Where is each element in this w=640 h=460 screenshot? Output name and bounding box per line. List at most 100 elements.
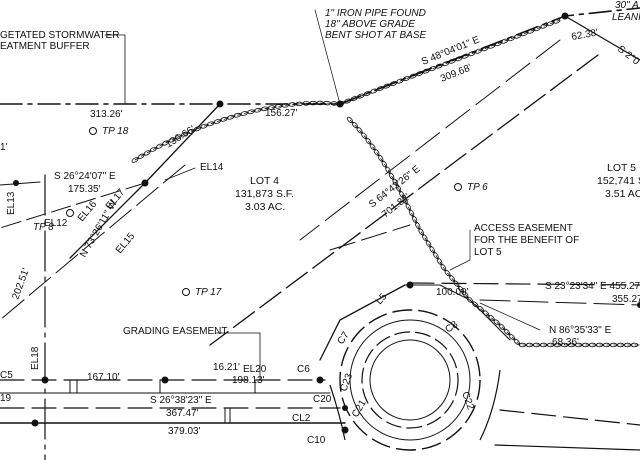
test-pit-6-label: TP 6 (467, 182, 488, 193)
note-access-3: LOT 5 (474, 247, 502, 258)
bearing-leader (479, 302, 541, 331)
stone-wall-bead (527, 28, 535, 34)
note-pipe-3: BENT SHOT AT BASE (325, 30, 426, 41)
label-1: 1' (0, 142, 8, 153)
stone-wall-bead (448, 58, 456, 64)
note-corner-1: 30" A (615, 0, 639, 11)
stone-wall-bead (206, 121, 215, 127)
stone-wall-bead (220, 116, 228, 122)
stone-wall-bead (533, 26, 541, 32)
monument-1 (216, 100, 224, 108)
label-el14: EL14 (200, 162, 224, 173)
monuments (13, 12, 640, 434)
stone-wall-bead (507, 36, 515, 42)
buffer-leader (104, 34, 126, 105)
monument-2 (141, 179, 149, 187)
monument-6 (161, 376, 169, 384)
label-c23: C23 (338, 372, 355, 393)
lot-setback-line (299, 39, 561, 241)
label-el20: EL20 (243, 364, 267, 375)
grading-leader (214, 332, 261, 381)
test-pit-17-symbol (182, 288, 190, 296)
easement-line-el15 (0, 164, 186, 321)
monument-10 (342, 405, 348, 411)
lot4-area: 131,873 S.F. (235, 188, 294, 200)
stone-wall-bead (487, 43, 496, 49)
stone-wall-bead (540, 23, 548, 29)
note-grading: GRADING EASEMENT (123, 326, 227, 337)
stone-wall-bead (500, 38, 509, 44)
stone-wall-bead (474, 48, 483, 54)
culdesac-inner (361, 331, 459, 429)
monument-7 (316, 376, 324, 384)
curb-line-l5 (319, 284, 406, 361)
test-pit-18-label: TP 18 (102, 126, 129, 137)
dist-379: 379.03' (168, 426, 201, 437)
test-pit-17-label: TP 17 (195, 287, 222, 298)
stone-wall-bead (494, 41, 502, 47)
stone-wall-bead (468, 51, 476, 57)
bearing-b5-dist: 355.27 (612, 294, 640, 305)
row-line-east-4 (494, 444, 640, 451)
label-c10: C10 (307, 435, 326, 446)
culdesac-edges (329, 369, 501, 441)
access-leader (449, 229, 471, 271)
label-el15: EL15 (114, 231, 138, 256)
label-c6: C6 (297, 364, 310, 375)
monument-4 (406, 281, 414, 289)
label-19: 19 (0, 393, 12, 404)
stone-wall-bead (240, 111, 248, 116)
stone-wall-bead (520, 31, 528, 37)
dist-313: 313.26' (90, 109, 123, 120)
label-el18: EL18 (30, 346, 41, 370)
label-c7: C7 (335, 330, 352, 347)
stone-wall-bead (630, 342, 639, 348)
label-el13: EL13 (6, 191, 17, 215)
lot-division-line (209, 54, 599, 346)
stone-wall-bead (442, 61, 450, 67)
chain-beads (131, 18, 639, 348)
bearing-b3: S 26°24'07" E (54, 171, 116, 182)
note-buffer-2: EATMENT BUFFER (0, 41, 90, 52)
stone-wall-bead (546, 21, 554, 27)
bearing-b7-dist: 68.36' (552, 337, 579, 348)
note-pipe-2: 18" ABOVE GRADE (325, 19, 415, 30)
lot5-area: 152,741 S.F. (597, 175, 640, 187)
dist-16: 16.21' (213, 362, 240, 373)
monument-5 (41, 376, 49, 384)
stone-wall-bead (428, 66, 437, 72)
lot5-name: LOT 5 (607, 162, 636, 174)
dist-156: 156.27' (265, 108, 298, 119)
monument-8 (31, 419, 39, 427)
bearing-b8: S 26°38'23" E (150, 395, 212, 406)
stone-wall-bead (370, 88, 378, 94)
row-line-east-2 (479, 299, 640, 306)
stone-wall-bead (461, 53, 469, 59)
stone-wall-bead (226, 114, 235, 120)
test-pit-8-symbol (66, 209, 74, 217)
test-pit-6-symbol (454, 183, 462, 191)
cul-de-sac (329, 309, 501, 451)
boundary-east-line (564, 15, 640, 61)
stone-wall-bead (396, 78, 404, 84)
stone-wall-bead (402, 76, 411, 82)
bearing-b2: S 2°0 (615, 44, 640, 68)
label-c8: C8 (443, 319, 460, 336)
monument-9 (341, 426, 349, 434)
test-pit-symbols (66, 127, 462, 296)
label-c20: C20 (313, 394, 332, 405)
dist-167: 167.10' (87, 372, 120, 383)
bearing-b7: N 86°35'33" E (549, 325, 612, 336)
label-el16: EL16 (76, 199, 100, 224)
stone-wall-bead (233, 112, 242, 118)
culdesac-outer (339, 309, 481, 451)
tick-marks (69, 379, 256, 424)
test-pit-8-label: TP 8 (33, 222, 54, 233)
bearing-b3-dist: 175.35' (68, 184, 101, 195)
monument-iron-pipe (336, 100, 344, 108)
interior-line (329, 224, 411, 251)
note-pipe-1: 1" IRON PIPE FOUND (325, 8, 426, 19)
monument-11 (637, 302, 640, 308)
